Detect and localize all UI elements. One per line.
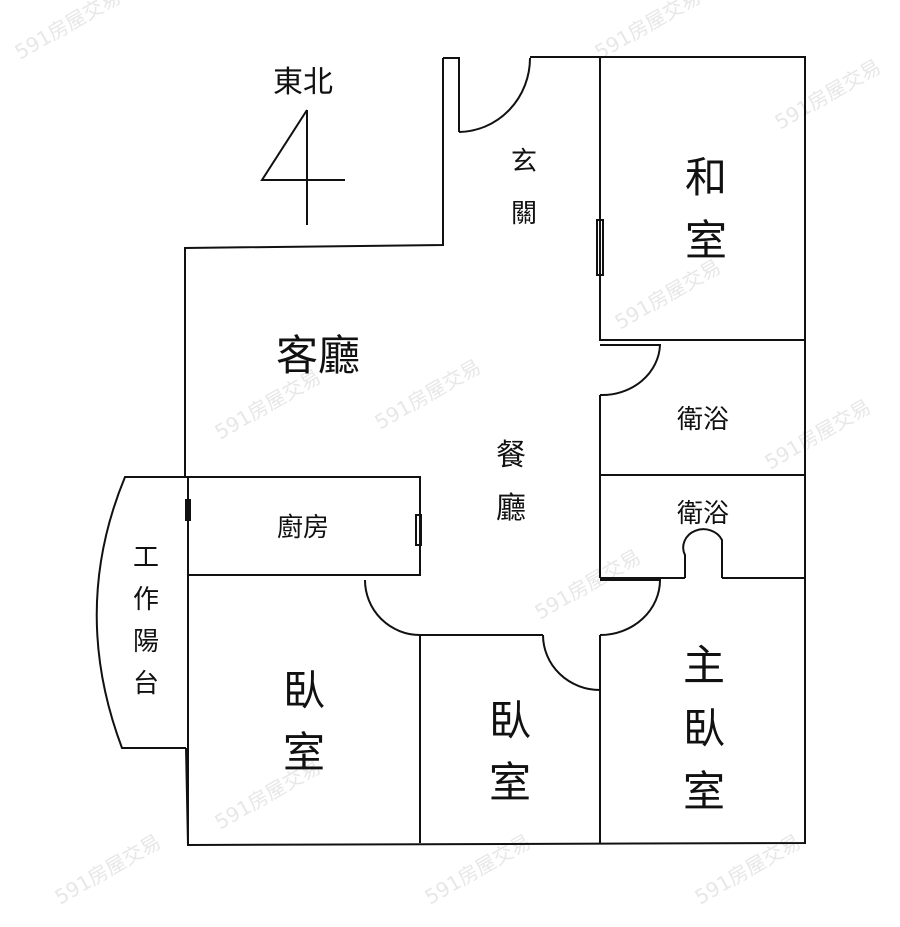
balcony-label: 陽	[133, 627, 159, 657]
compass: 東北	[260, 65, 345, 225]
bath2-door-arc	[682, 528, 723, 578]
bedroom2-door-arc	[542, 634, 601, 691]
bedroom1-door-arc	[364, 579, 421, 636]
watermark: 591房屋交易	[371, 354, 485, 434]
living-room-label: 客廳	[276, 331, 360, 380]
watermark: 591房屋交易	[611, 254, 725, 334]
north-arrow-icon	[260, 109, 345, 225]
dining-room-label: 餐	[496, 438, 526, 473]
room-labels: 玄 關 和 室 客廳 餐 廳 衛浴 衛浴 廚房 工 作 陽 台 臥 室 臥 室 …	[133, 147, 729, 816]
japanese-room-label: 室	[685, 216, 727, 265]
master-bedroom-label: 主	[683, 641, 725, 690]
watermark: 591房屋交易	[421, 829, 535, 909]
entrance-door-arc	[458, 57, 531, 133]
bathroom-1-label: 衛浴	[677, 405, 729, 435]
bedroom-1-label: 臥	[283, 666, 325, 715]
watermark: 591房屋交易	[531, 544, 645, 624]
sliding-door	[596, 219, 604, 276]
entrance-label: 玄	[511, 147, 537, 177]
balcony-label: 工	[133, 543, 159, 573]
master-bedroom-label: 室	[683, 767, 725, 816]
bathroom-2-label: 衛浴	[677, 499, 729, 529]
watermark: 591房屋交易	[591, 0, 705, 64]
compass-label: 東北	[273, 65, 333, 100]
entrance-label: 關	[511, 199, 537, 229]
bedroom-2-label: 室	[489, 758, 531, 807]
japanese-room-label: 和	[685, 153, 727, 202]
kitchen-label: 廚房	[277, 513, 329, 543]
master-bedroom-label: 臥	[683, 704, 725, 753]
bedroom-2-label: 臥	[489, 696, 531, 745]
watermark: 591房屋交易	[11, 0, 125, 64]
dining-room-label: 廳	[496, 491, 526, 526]
watermark: 591房屋交易	[771, 54, 885, 134]
watermark: 591房屋交易	[761, 394, 875, 474]
balcony-label: 作	[133, 585, 159, 615]
watermark: 591房屋交易	[691, 829, 805, 909]
balcony-curve	[95, 476, 188, 749]
bath1-door-arc	[599, 344, 662, 397]
master-door-arc	[599, 579, 662, 636]
balcony-label: 台	[133, 669, 159, 699]
bedroom-1-label: 室	[283, 728, 325, 777]
watermark: 591房屋交易	[51, 829, 165, 909]
watermarks: 591房屋交易 591房屋交易 591房屋交易 591房屋交易 591房屋交易 …	[11, 0, 885, 909]
walls	[95, 56, 806, 847]
